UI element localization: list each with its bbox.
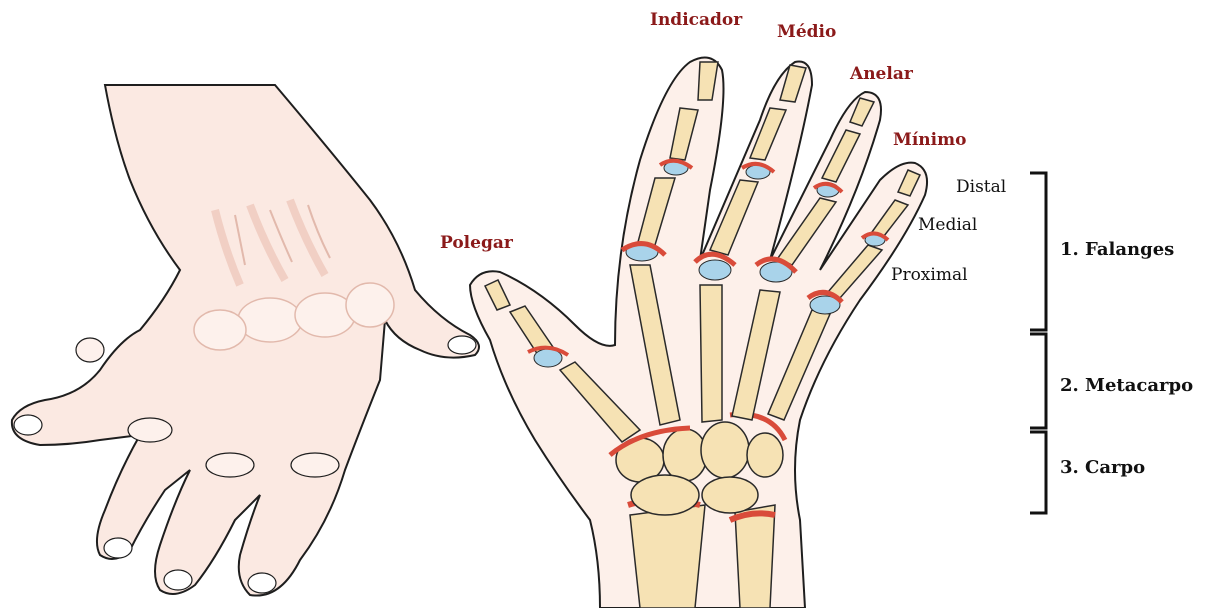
carpal-bone bbox=[702, 477, 758, 513]
label-proximal: Proximal bbox=[891, 265, 968, 285]
radius-bone bbox=[630, 505, 705, 608]
skeletal-hand-illustration bbox=[470, 58, 927, 609]
middle-metacarpal bbox=[700, 285, 722, 422]
carpal-bone bbox=[747, 433, 783, 477]
fingernail bbox=[448, 336, 476, 354]
label-medio: Médio bbox=[777, 22, 836, 42]
fingernail bbox=[164, 570, 192, 590]
external-hand-illustration bbox=[12, 85, 479, 596]
label-polegar: Polegar bbox=[440, 233, 513, 253]
label-minimo: Mínimo bbox=[893, 130, 966, 150]
joint-swelling bbox=[76, 338, 104, 362]
label-metacarpo: 2. Metacarpo bbox=[1060, 375, 1193, 396]
fingernail bbox=[104, 538, 132, 558]
ulna-bone bbox=[735, 505, 775, 608]
group-brackets bbox=[1030, 173, 1046, 513]
carpal-bone bbox=[701, 422, 749, 478]
label-distal: Distal bbox=[956, 177, 1006, 197]
carpal-bone bbox=[631, 475, 699, 515]
knuckle-swelling bbox=[194, 310, 246, 350]
joint-swelling bbox=[206, 453, 254, 477]
label-medial: Medial bbox=[918, 215, 977, 235]
carpal-bone bbox=[663, 429, 707, 481]
label-anelar: Anelar bbox=[850, 64, 913, 84]
bracket-carpo bbox=[1030, 432, 1046, 513]
label-carpo: 3. Carpo bbox=[1060, 457, 1145, 478]
fingernail bbox=[248, 573, 276, 593]
cartilage bbox=[699, 260, 731, 280]
joint-swelling bbox=[291, 453, 339, 477]
joint-swelling bbox=[128, 418, 172, 442]
knuckle-swelling bbox=[238, 298, 302, 342]
label-falanges: 1. Falanges bbox=[1060, 239, 1174, 260]
bracket-metacarpo bbox=[1030, 334, 1046, 428]
knuckle-swelling bbox=[346, 283, 394, 327]
label-indicador: Indicador bbox=[650, 10, 742, 30]
bracket-falanges bbox=[1030, 173, 1046, 330]
fingernail bbox=[14, 415, 42, 435]
